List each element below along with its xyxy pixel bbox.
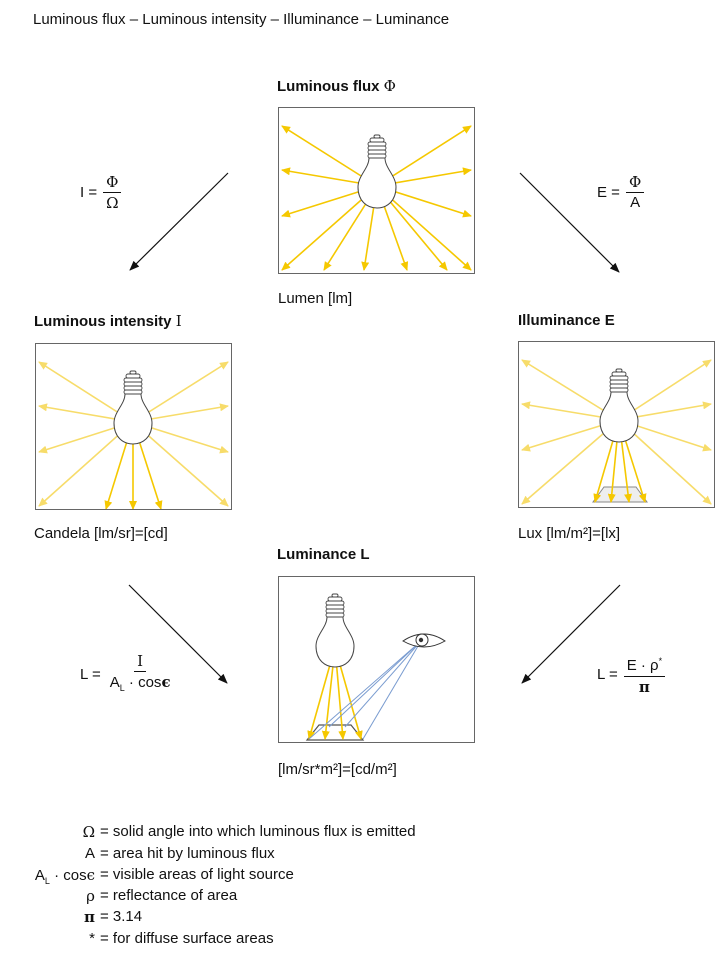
formula-luminance-right: L = E · ρ* π [597,652,666,696]
legend-row-area: A = area hit by luminous flux [84,845,275,862]
flux-illustration [281,125,472,271]
intensity-symbol: I [175,312,182,330]
eye-icon [402,633,446,648]
flux-heading: Luminous flux Φ [277,77,396,95]
reflecting-area [305,724,365,741]
flux-unit: Lumen [lm] [278,290,353,307]
formula-intensity: I = Φ Ω [80,173,122,212]
luminance-heading: Luminance L [277,546,370,563]
sight-line [308,640,422,740]
light-bulb-icon [357,134,397,209]
legend-row-asterisk: * = for diffuse surface areas [89,930,274,947]
illuminance-heading: Illuminance E [518,312,615,329]
formula-illuminance: E = Φ A [597,173,645,212]
illuminance-ray [521,419,620,505]
luminance-diagram [278,576,475,743]
illuminance-diagram [518,341,715,508]
flux-symbol: Φ [383,77,396,95]
intensity-illustration [38,361,229,509]
illuminated-area [592,486,648,503]
legend-row-omega: Ω = solid angle into which luminous flux… [82,823,416,841]
luminance-unit: [lm/sr*m²]=[cd/m²] [278,761,397,778]
flux-diagram [278,107,475,274]
legend-row-rho: ρ = reflectance of area [86,887,238,905]
illuminance-illustration [521,359,712,505]
sight-line [328,640,422,728]
sight-line [344,640,422,728]
legend-row-source-area: AL · cosϵ = visible areas of light sourc… [34,866,294,886]
intensity-unit: Candela [lm/sr]=[cd] [34,525,168,542]
arrow-flux-to-intensity [129,172,229,271]
formula-luminance-left: L = I AL · cosϵ [80,652,171,693]
legend-row-pi: π = 3.14 [84,908,143,926]
light-bulb-icon [315,593,355,668]
light-bulb-icon [599,368,639,443]
luminance-illustration [305,593,446,741]
intensity-diagram [35,343,232,510]
illuminance-unit: Lux [lm/m²]=[lx] [518,525,621,542]
sight-line [362,640,422,740]
light-bulb-icon [113,370,153,445]
intensity-heading: Luminous intensity I [34,312,182,330]
page-title: Luminous flux – Luminous intensity – Ill… [33,11,450,28]
